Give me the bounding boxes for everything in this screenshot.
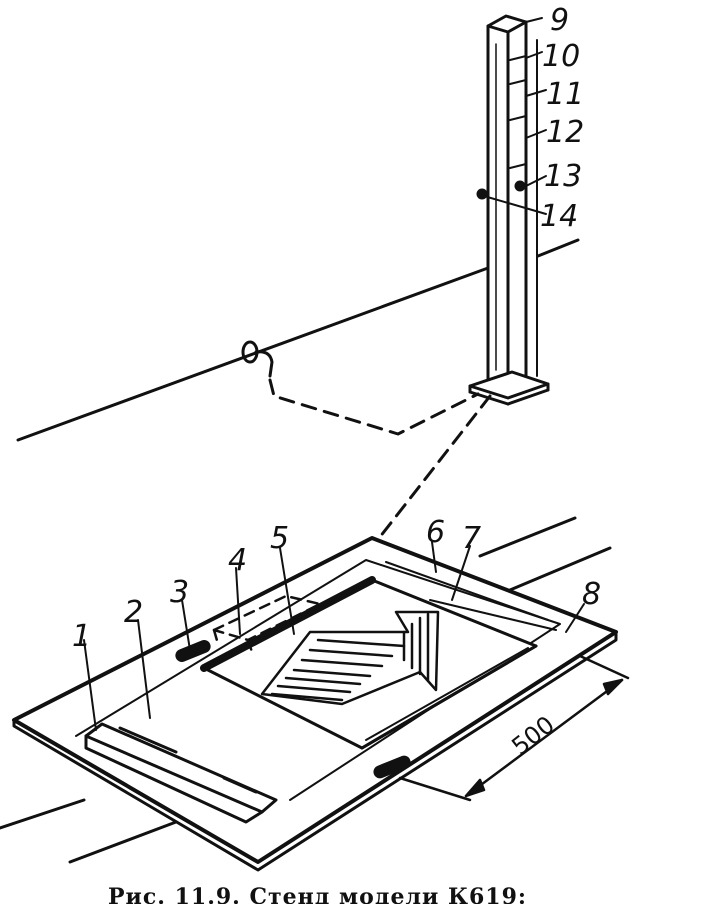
dimension-label: 500 xyxy=(506,710,559,760)
figure-caption: Рис. 11.9. Стенд модели К619: xyxy=(108,884,527,904)
dimension-500 xyxy=(398,654,630,802)
label-13: 13 xyxy=(544,159,582,194)
label-4: 4 xyxy=(228,543,247,578)
leader-lines xyxy=(83,17,585,731)
label-12: 12 xyxy=(546,115,584,150)
label-3: 3 xyxy=(170,575,189,610)
label-2: 2 xyxy=(124,595,143,630)
sensor-box xyxy=(212,594,322,654)
label-6: 6 xyxy=(426,515,445,550)
direction-arrow xyxy=(260,610,440,706)
measuring-post xyxy=(468,14,550,406)
label-8: 8 xyxy=(582,577,601,612)
ground-lines xyxy=(0,238,612,864)
label-10: 10 xyxy=(542,39,580,74)
label-5: 5 xyxy=(270,521,289,556)
label-14: 14 xyxy=(540,199,578,234)
hose-connector-icon xyxy=(241,340,274,378)
label-7: 7 xyxy=(462,521,481,556)
label-11: 11 xyxy=(546,77,584,112)
label-9: 9 xyxy=(550,3,569,38)
label-1: 1 xyxy=(72,619,91,654)
slots xyxy=(175,640,411,779)
